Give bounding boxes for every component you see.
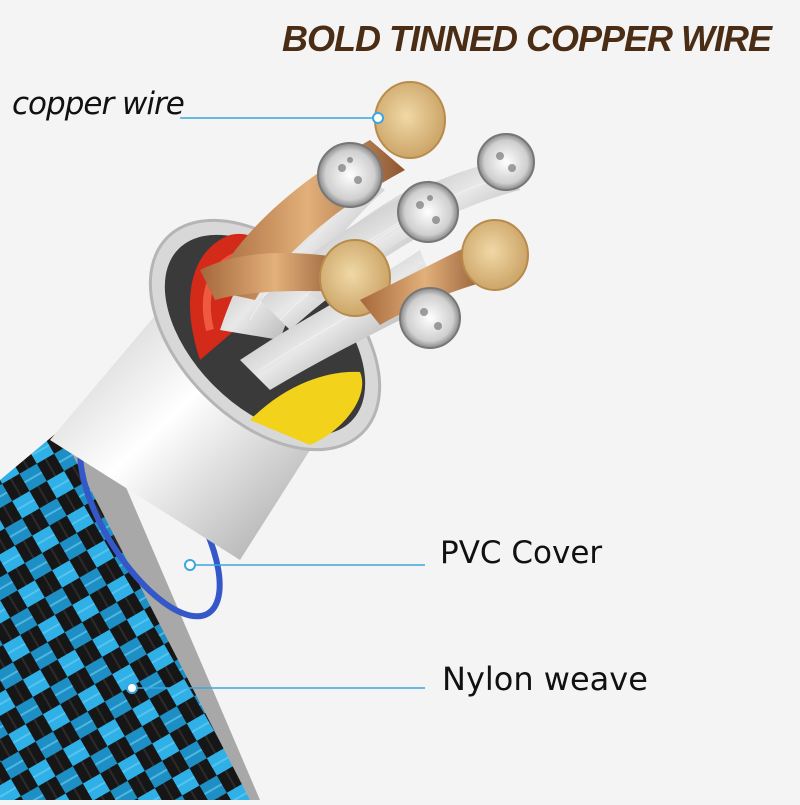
nylon-weave-label: Nylon weave xyxy=(442,660,648,698)
copper-conductors xyxy=(200,81,529,325)
copper-wire-label: copper wire xyxy=(12,86,185,122)
leader-lines xyxy=(126,112,425,694)
pvc-cover-label: PVC Cover xyxy=(440,535,603,571)
tinned-strand-ends xyxy=(317,133,535,349)
nylon-weave-jacket xyxy=(0,426,260,800)
page-title: BOLD TINNED COPPER WIRE xyxy=(282,18,772,59)
